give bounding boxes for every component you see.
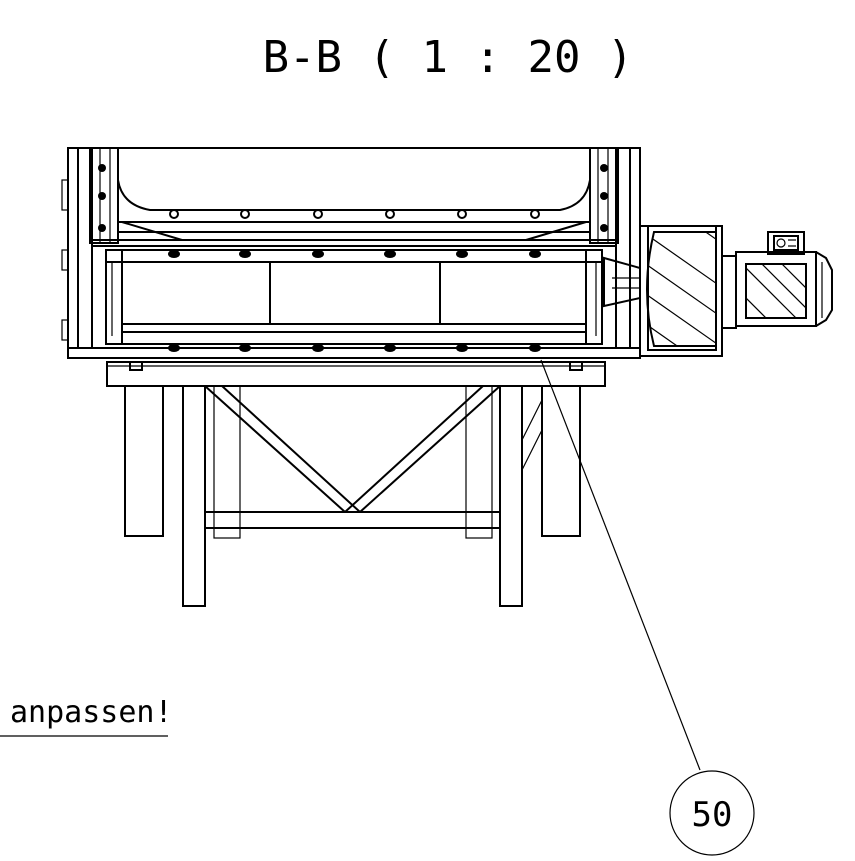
drive-motor bbox=[721, 231, 833, 329]
balloon-number: 50 bbox=[692, 795, 733, 835]
hopper bbox=[92, 179, 616, 247]
base-plate bbox=[106, 361, 606, 387]
bolts-upper bbox=[169, 209, 540, 219]
adjust-note: anpassen! bbox=[0, 695, 173, 737]
support-stand bbox=[124, 385, 581, 607]
position-balloon: 50 bbox=[669, 770, 755, 856]
roller-drum bbox=[105, 249, 603, 345]
bolts-mid bbox=[168, 250, 541, 258]
note-text: anpassen! bbox=[10, 695, 173, 730]
gear-housing bbox=[639, 225, 723, 357]
main-frame bbox=[61, 147, 641, 359]
bolts-frame-posts bbox=[98, 164, 608, 232]
balloon-leader-line bbox=[540, 359, 701, 771]
shaft-coupling bbox=[603, 256, 641, 308]
section-title: B-B ( 1 : 20 ) bbox=[263, 32, 634, 83]
bolts-lower bbox=[168, 344, 541, 352]
